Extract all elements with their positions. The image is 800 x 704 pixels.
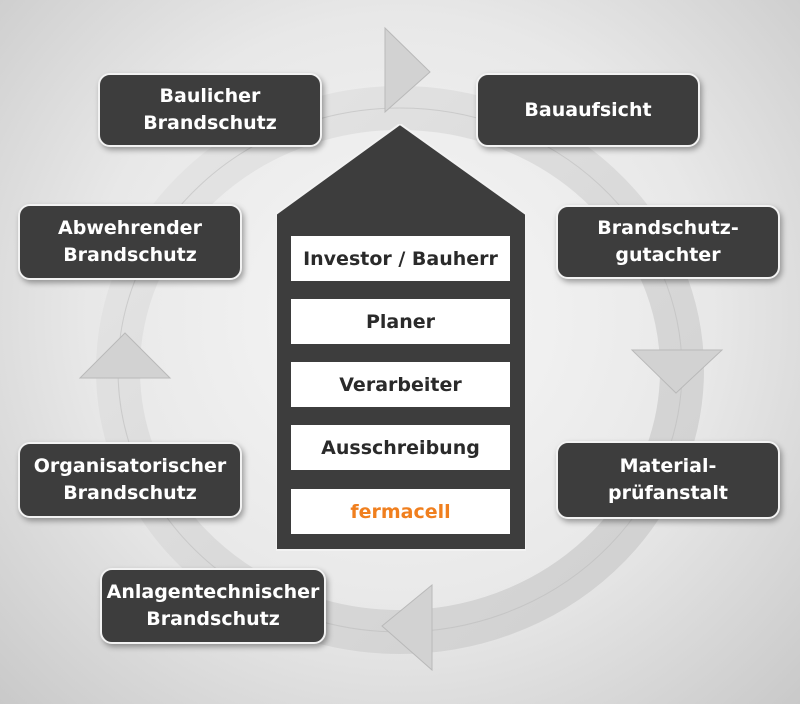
node-anlagentechnischer-brandschutz: Anlagentechnischer Brandschutz — [100, 568, 326, 644]
arrow-down-icon — [630, 349, 724, 394]
house-step-investor-bauherr: Investor / Bauherr — [291, 236, 510, 281]
node-baulicher-brandschutz: Baulicher Brandschutz — [98, 73, 322, 147]
house-step-fermacell: fermacell — [291, 489, 510, 534]
arrow-left-icon — [381, 583, 433, 672]
node-bauaufsicht: Bauaufsicht — [476, 73, 700, 147]
node-abwehrender-brandschutz: Abwehrender Brandschutz — [18, 204, 242, 280]
house-step-verarbeiter: Verarbeiter — [291, 362, 510, 407]
node-materialpruefanstalt: Material- prüfanstalt — [556, 441, 780, 519]
house-step-ausschreibung: Ausschreibung — [291, 425, 510, 470]
arrow-right-icon — [384, 26, 431, 114]
node-organisatorischer-brandschutz: Organisatorischer Brandschutz — [18, 442, 242, 518]
arrow-up-icon — [78, 332, 172, 379]
house-step-planer: Planer — [291, 299, 510, 344]
node-brandschutzgutachter: Brandschutz- gutachter — [556, 205, 780, 279]
